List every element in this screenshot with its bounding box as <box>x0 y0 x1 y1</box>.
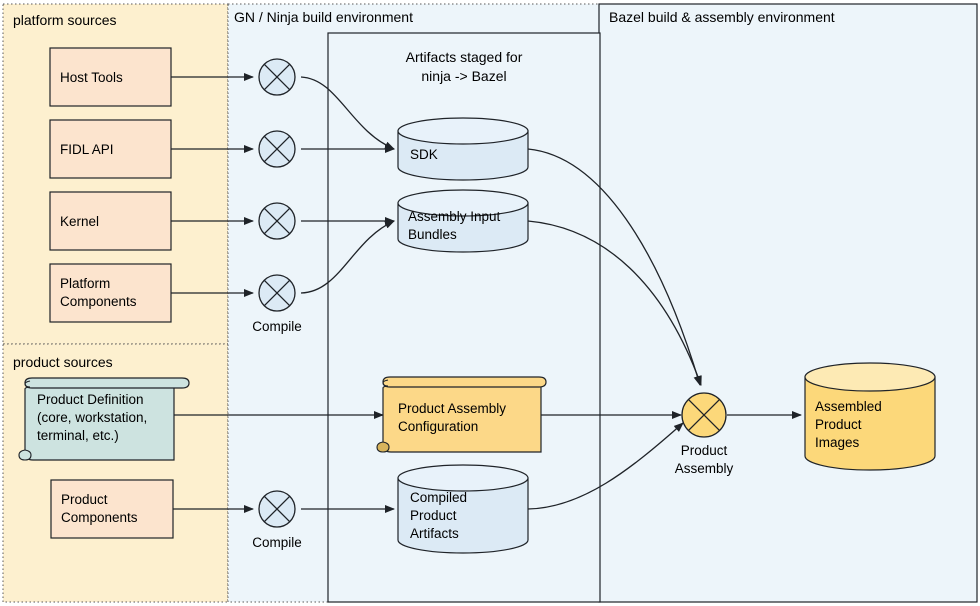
note-config-label-1: Product Assembly <box>398 401 506 416</box>
edge-artifacts-to-product-assembly <box>527 422 684 510</box>
source-box-kernel-label: Kernel <box>60 214 99 229</box>
compile-node-kernel[interactable] <box>258 202 296 240</box>
source-box-host-tools[interactable]: Host Tools <box>49 47 172 107</box>
source-box-platform-components[interactable]: Platform Components <box>49 263 172 323</box>
note-product-definition-label-1: Product Definition <box>37 392 144 407</box>
source-box-product-components-label-2: Components <box>61 510 138 525</box>
product-assembly-caption-2: Assembly <box>675 461 734 476</box>
source-box-product-components-label-1: Product <box>61 492 108 507</box>
source-box-kernel[interactable]: Kernel <box>49 191 172 251</box>
compile-node-host-tools[interactable] <box>258 58 296 96</box>
cylinder-cpa-label-3: Artifacts <box>410 526 459 541</box>
panel-bazel-label: Bazel build & assembly environment <box>609 9 835 25</box>
source-box-fidl-api[interactable]: FIDL API <box>49 119 172 179</box>
compile-node-platform-components[interactable]: Compile <box>252 274 302 334</box>
note-product-definition-label-3: terminal, etc.) <box>37 428 119 443</box>
compile-x-icon <box>263 63 291 91</box>
compile-node-product-components-caption: Compile <box>252 535 302 550</box>
cylinder-cpa-label-1: Compiled <box>410 490 467 505</box>
note-product-definition[interactable]: Product Definition (core, workstation, t… <box>18 377 190 461</box>
compile-node-platform-components-caption: Compile <box>252 319 302 334</box>
panel-product-sources-label: product sources <box>13 354 113 370</box>
staging-box-label-line2: ninja -> Bazel <box>421 68 506 84</box>
cylinder-aib-label-1: Assembly Input <box>408 209 501 224</box>
cylinder-output-label-1: Assembled <box>815 399 882 414</box>
compile-node-product-components[interactable]: Compile <box>252 490 302 550</box>
note-product-assembly-configuration[interactable]: Product Assembly Configuration <box>376 376 547 453</box>
cylinder-sdk[interactable]: SDK <box>397 117 529 181</box>
compile-x-icon <box>263 495 291 523</box>
cylinder-compiled-product-artifacts[interactable]: Compiled Product Artifacts <box>397 464 529 554</box>
cylinder-output-label-2: Product <box>815 417 862 432</box>
cylinder-aib-label-2: Bundles <box>408 227 457 242</box>
cylinder-assembled-product-images[interactable]: Assembled Product Images <box>804 362 936 471</box>
compile-x-icon <box>263 279 291 307</box>
edge-compile-platform-to-aib <box>300 220 395 294</box>
panel-gn-ninja-label: GN / Ninja build environment <box>234 9 413 25</box>
source-box-platform-components-label-1: Platform <box>60 276 110 291</box>
cylinder-sdk-label-1: SDK <box>410 147 438 162</box>
connectors <box>171 73 802 513</box>
assembly-x-icon <box>687 398 721 432</box>
compile-x-icon <box>263 207 291 235</box>
edge-sdk-to-product-assembly <box>527 148 702 386</box>
product-assembly-node[interactable]: Product Assembly <box>675 392 734 476</box>
cylinder-assembly-input-bundles[interactable]: Assembly Input Bundles <box>397 189 529 253</box>
staging-box-label-line1: Artifacts staged for <box>406 49 523 65</box>
source-box-product-components[interactable]: Product Components <box>50 479 174 539</box>
cylinder-output-label-3: Images <box>815 435 860 450</box>
note-config-label-2: Configuration <box>398 419 478 434</box>
note-product-definition-label-2: (core, workstation, <box>37 410 147 425</box>
cylinder-cpa-label-2: Product <box>410 508 457 523</box>
panel-bazel: Bazel build & assembly environment <box>598 3 978 603</box>
source-box-fidl-api-label: FIDL API <box>60 142 114 157</box>
product-assembly-caption-1: Product <box>681 443 728 458</box>
edge-compile-to-sdk-curve <box>300 76 395 150</box>
source-box-platform-components-label-2: Components <box>60 294 137 309</box>
compile-x-icon <box>263 135 291 163</box>
edge-aib-to-product-assembly <box>527 220 702 386</box>
compile-node-fidl-api[interactable] <box>258 130 296 168</box>
panel-platform-sources-label: platform sources <box>13 12 116 28</box>
source-box-host-tools-label: Host Tools <box>60 70 123 85</box>
